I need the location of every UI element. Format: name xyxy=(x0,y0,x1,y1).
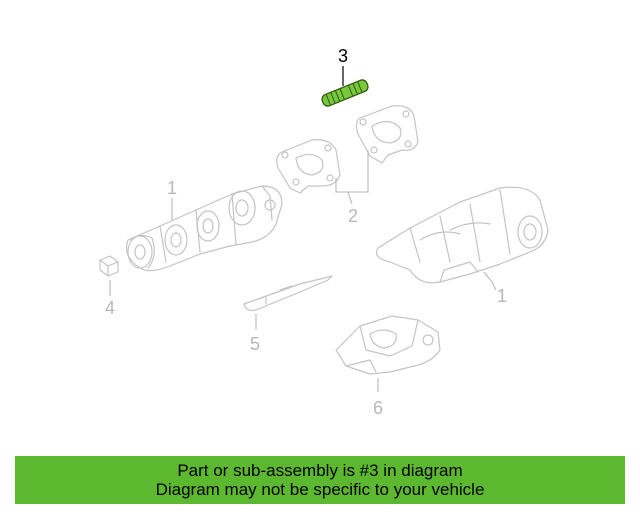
part-1-manifold-right[interactable] xyxy=(375,186,549,284)
part-2-gasket-right[interactable] xyxy=(355,105,419,164)
parts-diagram: 3 2 1 4 xyxy=(99,46,549,418)
callout-2: 2 xyxy=(348,206,358,226)
info-banner: Part or sub-assembly is #3 in diagram Di… xyxy=(15,456,625,504)
part-2-gasket-left[interactable] xyxy=(276,139,341,194)
callout-1a: 1 xyxy=(167,178,177,198)
callout-3: 3 xyxy=(338,46,348,66)
part-5-heat-shield[interactable] xyxy=(243,275,333,311)
part-4-nut[interactable] xyxy=(99,255,119,277)
callout-5: 5 xyxy=(250,334,260,354)
callout-2-leader xyxy=(335,150,369,193)
banner-line-2: Diagram may not be specific to your vehi… xyxy=(155,480,485,499)
callout-1b: 1 xyxy=(497,286,507,306)
callout-4: 4 xyxy=(105,298,115,318)
callout-6: 6 xyxy=(373,398,383,418)
banner-line-1: Part or sub-assembly is #3 in diagram xyxy=(177,461,463,480)
callout-1b-leader xyxy=(483,271,497,291)
part-6-lower-shield[interactable] xyxy=(335,315,441,375)
part-3-stud[interactable] xyxy=(320,66,369,108)
part-1-manifold-left[interactable] xyxy=(125,185,283,272)
